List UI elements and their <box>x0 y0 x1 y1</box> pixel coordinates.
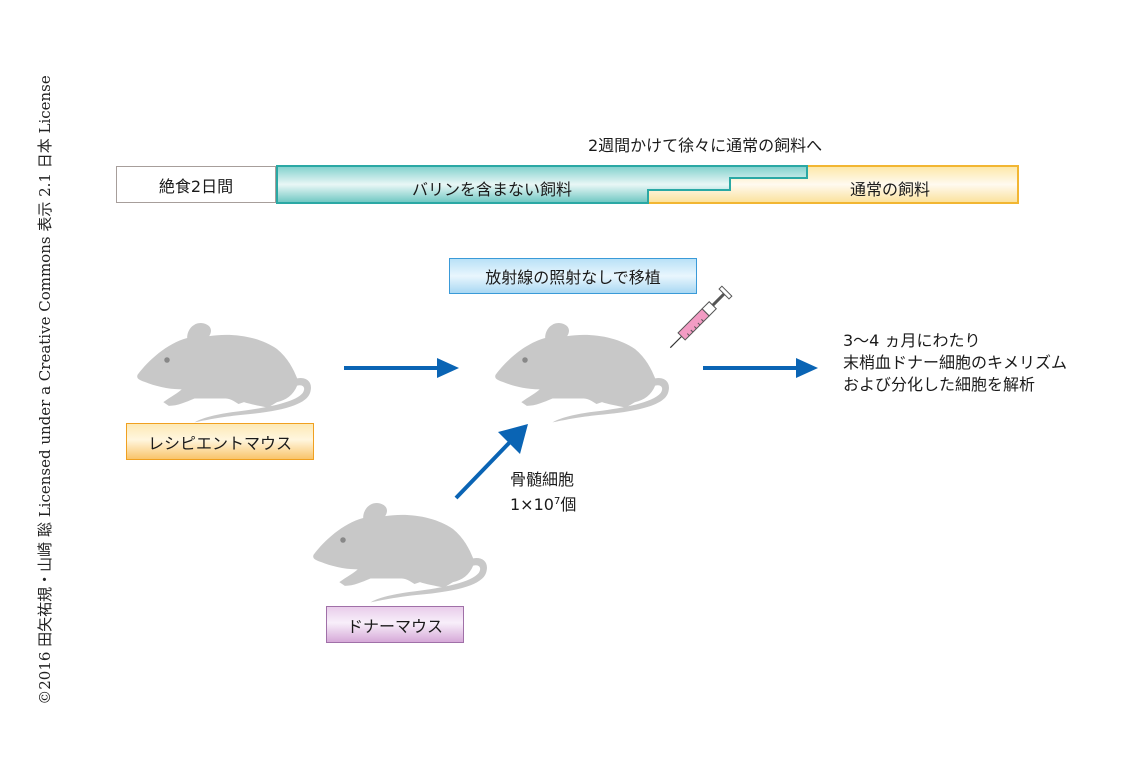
analysis-line-2: 末梢血ドナー細胞のキメリズム <box>843 353 1068 372</box>
transplant-label: 放射線の照射なしで移植 <box>449 258 697 294</box>
count-prefix: 1×10 <box>510 495 554 514</box>
count-suffix: 個 <box>560 495 577 514</box>
transition-caption: 2週間かけて徐々に通常の飼料へ <box>588 136 823 155</box>
arrow-right-icon <box>344 358 459 378</box>
transplanted-mouse-icon <box>480 316 680 426</box>
analysis-line-1: 3〜4 ヵ月にわたり <box>843 331 981 350</box>
bone-marrow-line-1: 骨髄細胞 <box>510 470 575 489</box>
donor-text: ドナーマウス <box>346 616 443 636</box>
diet-transition-bar <box>276 165 1019 204</box>
arrow-diagonal-icon <box>454 424 528 500</box>
donor-label: ドナーマウス <box>326 606 464 643</box>
bone-marrow-text: 骨髄細胞 1×107個 <box>510 469 576 516</box>
recipient-mouse-icon <box>122 316 322 426</box>
bone-marrow-count: 1×107個 <box>510 491 576 516</box>
valine-free-region <box>276 165 808 204</box>
syringe-icon <box>669 285 733 349</box>
count-exponent: 7 <box>553 496 561 507</box>
fasting-label: 絶食2日間 <box>158 176 234 196</box>
recipient-text: レシピエントマウス <box>147 433 292 453</box>
license-credit: ©2016 田矢祐規・山崎 聡 Licensed under a Creativ… <box>36 75 54 705</box>
analysis-text: 3〜4 ヵ月にわたり 末梢血ドナー細胞のキメリズム および分化した細胞を解析 <box>843 330 1067 396</box>
recipient-label: レシピエントマウス <box>126 423 314 460</box>
arrow-right-analysis-icon <box>703 358 818 378</box>
transplant-text: 放射線の照射なしで移植 <box>485 268 661 287</box>
normal-diet-label: 通常の飼料 <box>850 180 931 199</box>
fasting-segment: 絶食2日間 <box>116 166 276 203</box>
valine-free-label: バリンを含まない飼料 <box>412 180 573 199</box>
donor-mouse-icon <box>298 496 498 606</box>
analysis-line-3: および分化した細胞を解析 <box>843 375 1036 394</box>
